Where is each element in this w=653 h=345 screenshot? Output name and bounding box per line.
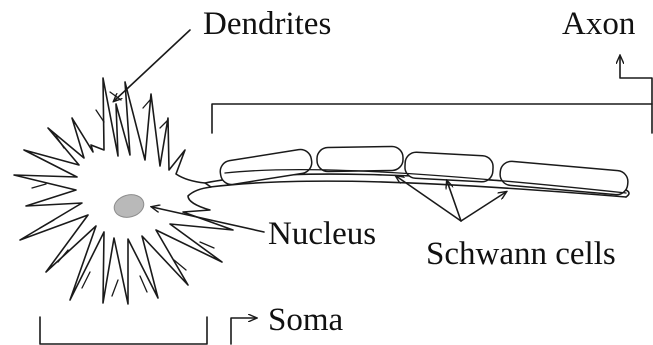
schwann-pointer-arrow xyxy=(461,192,506,221)
soma-label: Soma xyxy=(268,302,344,338)
soma-bracket-arrow xyxy=(231,318,256,344)
schwann-pointer-arrow xyxy=(447,181,461,221)
dendrites-label: Dendrites xyxy=(203,6,331,42)
dendrite-branches xyxy=(32,92,214,296)
axon-label: Axon xyxy=(562,6,635,42)
schwann-pointer-arrow xyxy=(396,176,461,221)
axon xyxy=(205,146,629,197)
nucleus-label: Nucleus xyxy=(268,216,376,252)
schwann-cell xyxy=(404,152,493,183)
schwann-cells-label: Schwann cells xyxy=(426,236,616,272)
axon-end-cap xyxy=(626,190,629,197)
dendrites-pointer-arrow xyxy=(114,30,190,101)
schwann-cell xyxy=(219,148,314,186)
nucleus-shape xyxy=(112,191,147,220)
soma-bracket xyxy=(40,317,207,344)
axon-bracket-arrow xyxy=(620,56,652,104)
soma-cell-body xyxy=(14,78,233,304)
schwann-cell xyxy=(499,160,629,195)
cell-body-outline xyxy=(14,78,233,304)
schwann-cell xyxy=(317,146,403,171)
axon-bracket xyxy=(212,104,652,133)
